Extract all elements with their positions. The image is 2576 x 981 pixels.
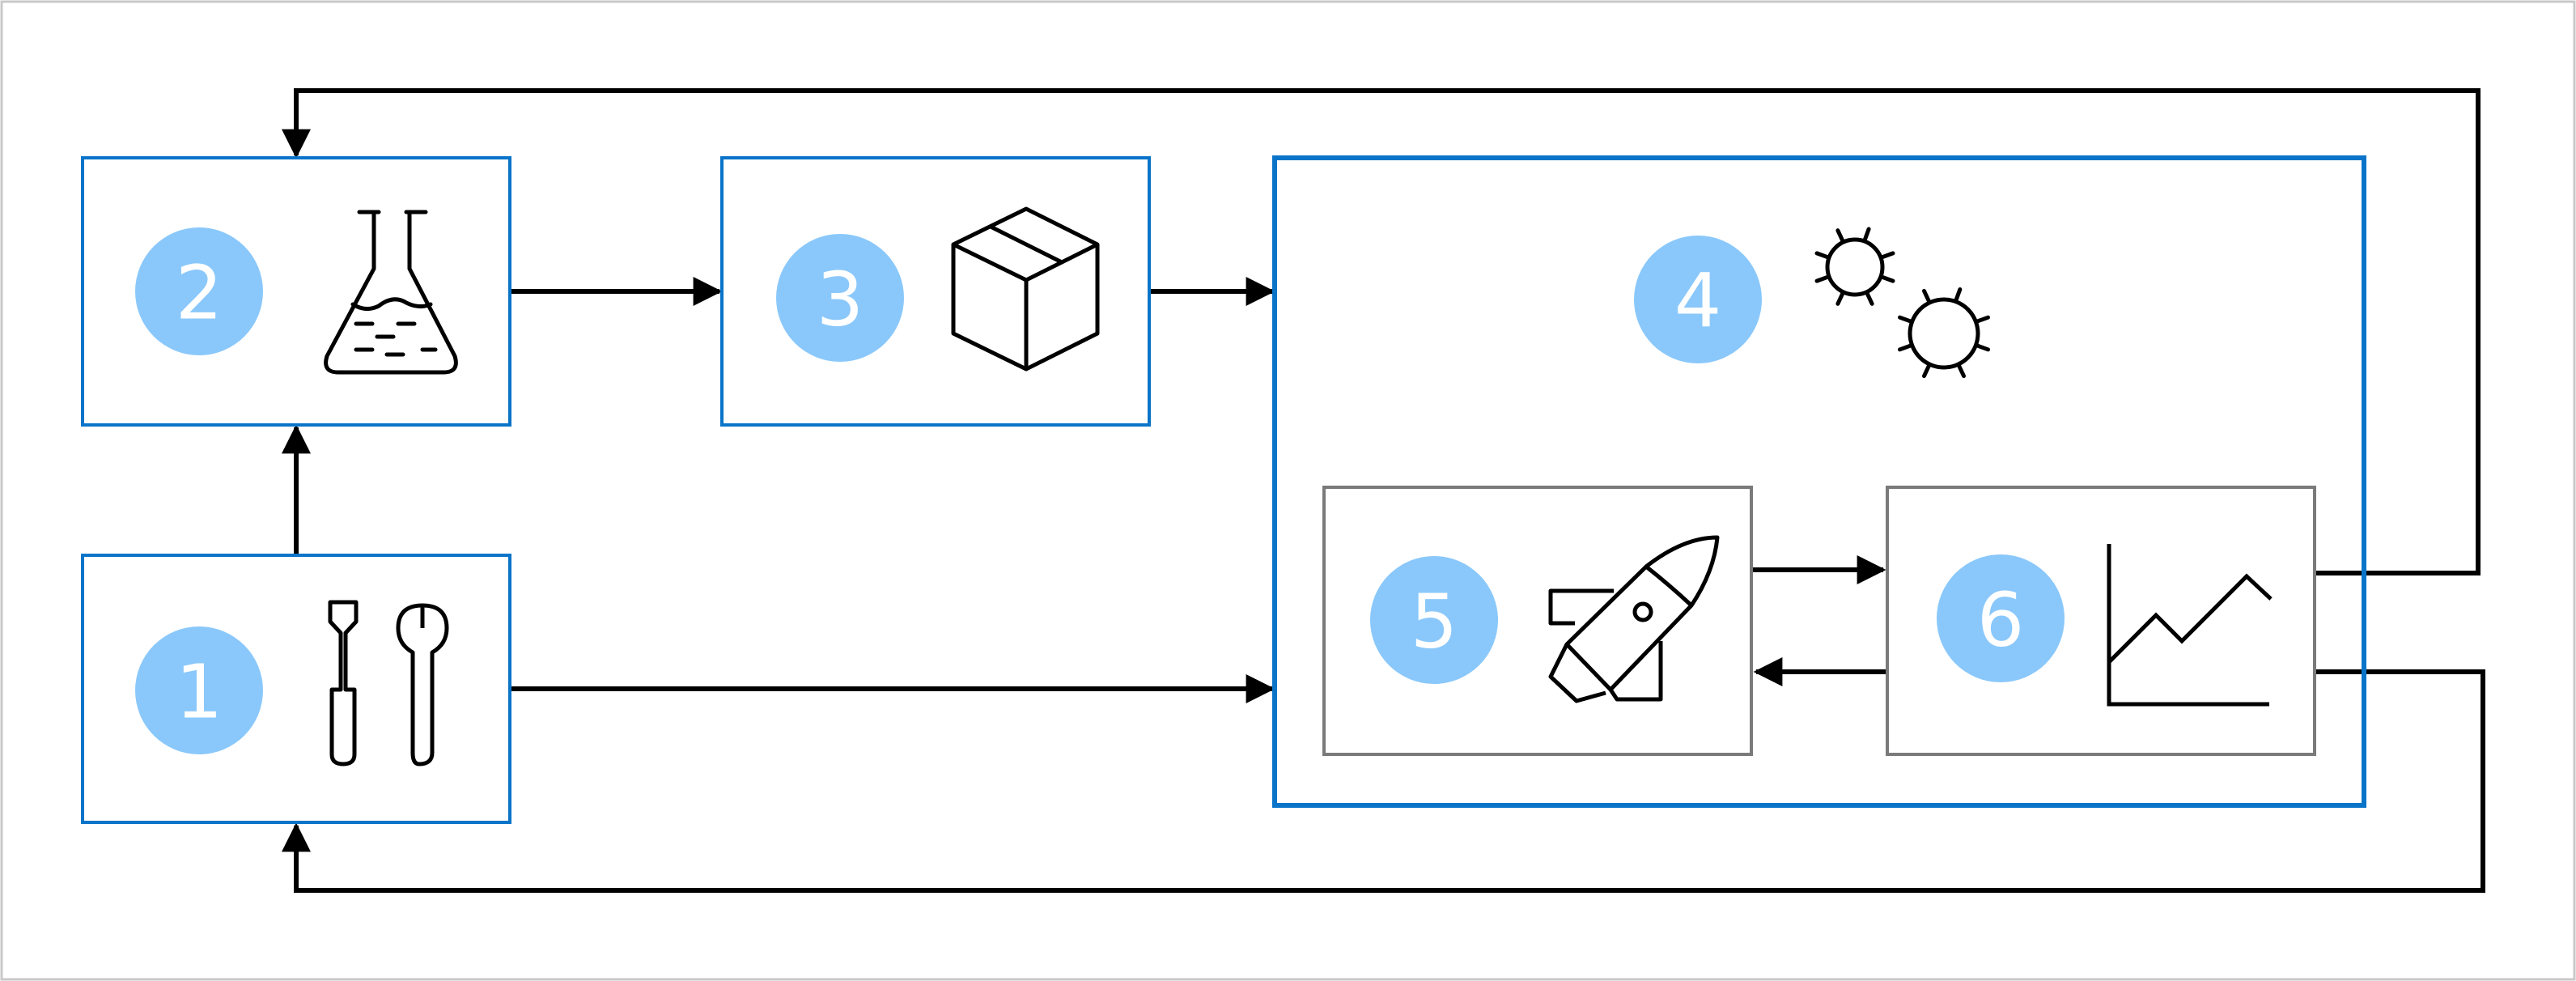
gears-icon (1814, 227, 1991, 379)
step-2-box: 2 (81, 156, 511, 427)
step-5-box: 5 (1322, 486, 1753, 756)
step-4-badge (1634, 236, 1762, 363)
step-1-number: 1 (176, 649, 223, 736)
step-3-box: 3 (720, 156, 1151, 427)
package-box-icon (951, 206, 1100, 372)
step-6-number: 6 (1977, 577, 2025, 664)
step-6-badge (1937, 554, 2065, 682)
step-5-number: 5 (1411, 579, 1458, 665)
connectors (282, 88, 2485, 893)
step-2-number: 2 (176, 250, 223, 337)
rocket-icon (1548, 535, 1720, 703)
step-4-number: 4 (1674, 258, 1722, 345)
step-1-badge (135, 626, 263, 754)
step-3-badge (776, 234, 904, 362)
flask-icon (324, 210, 458, 375)
step-6-box: 6 (1886, 486, 2316, 756)
step-3-number: 3 (817, 257, 864, 343)
tools-icon (328, 600, 449, 767)
step-5-badge (1370, 556, 1498, 684)
line-chart-icon (2107, 544, 2273, 707)
step-1-box: 1 (81, 554, 511, 824)
arrow-6-to-2-loop (282, 88, 2481, 575)
arrow-6-to-1-loop (282, 669, 2485, 893)
step-2-badge (135, 227, 263, 355)
step-4-box: 4 (1272, 155, 2366, 808)
